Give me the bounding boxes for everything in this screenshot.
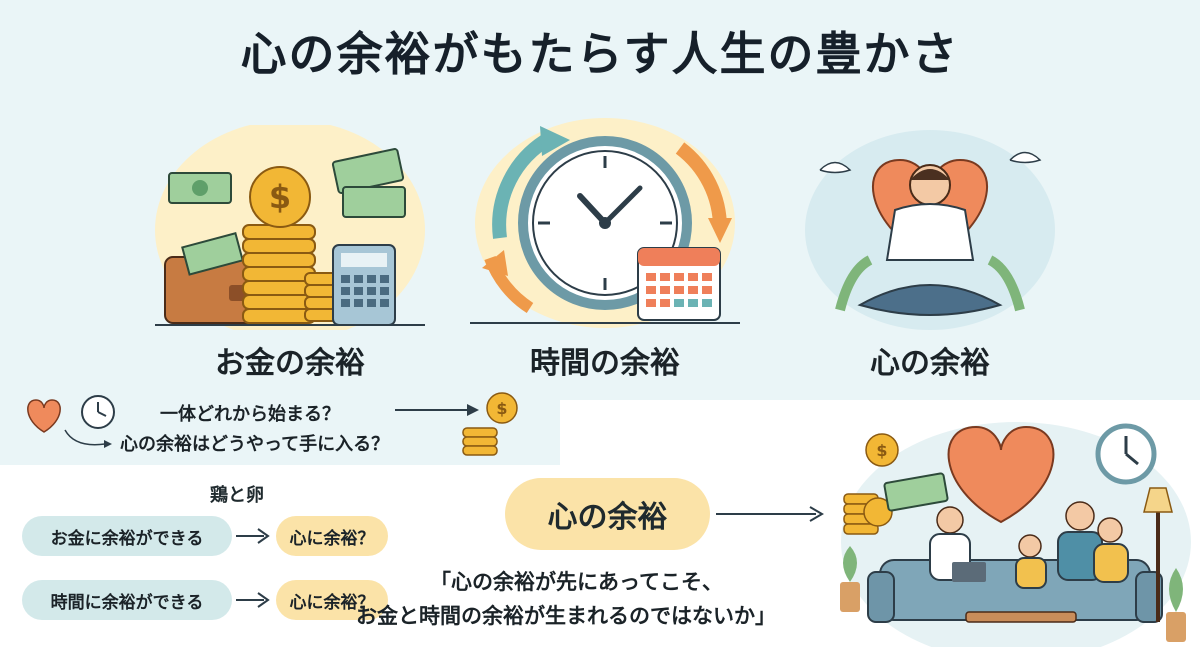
svg-text:$: $ [876,441,887,460]
center-arrow-icon [716,503,828,525]
center-mind-pill: 心の余裕 [505,478,710,550]
page-title: 心の余裕がもたらす人生の豊かさ [240,27,960,81]
arrow-icon [236,526,274,546]
chicken-egg-label: 鶏と卵 [210,485,264,506]
arrow-icon [236,590,274,610]
money-illustration: $ [155,125,425,330]
mind-illustration [800,130,1060,330]
question-line-1: 一体どれから始まる？ [160,404,340,425]
question-line-2: 心の余裕はどうやって手に入る？ [120,434,390,455]
mind-leeway-pill-1: 心に余裕？ [276,516,388,556]
svg-text:$: $ [496,399,507,418]
question-arrow-coins: $ [395,392,535,458]
mind-leeway-pill-2: 心に余裕？ [276,580,388,620]
panel-label-money: お金の余裕 [215,346,365,381]
quote-line-2: お金と時間の余裕が生まれるのではないか」 [356,604,776,628]
money-leeway-pill: お金に余裕ができる [22,516,232,556]
heart-clock-icons [20,392,120,452]
svg-text:$: $ [269,178,291,216]
family-illustration: $ [826,412,1196,647]
time-illustration [470,118,740,328]
time-leeway-pill: 時間に余裕ができる [22,580,232,620]
panel-label-mind: 心の余裕 [870,346,990,381]
quote-line-1: 「心の余裕が先にあってこそ、 [430,570,723,594]
panel-label-time: 時間の余裕 [530,346,680,381]
